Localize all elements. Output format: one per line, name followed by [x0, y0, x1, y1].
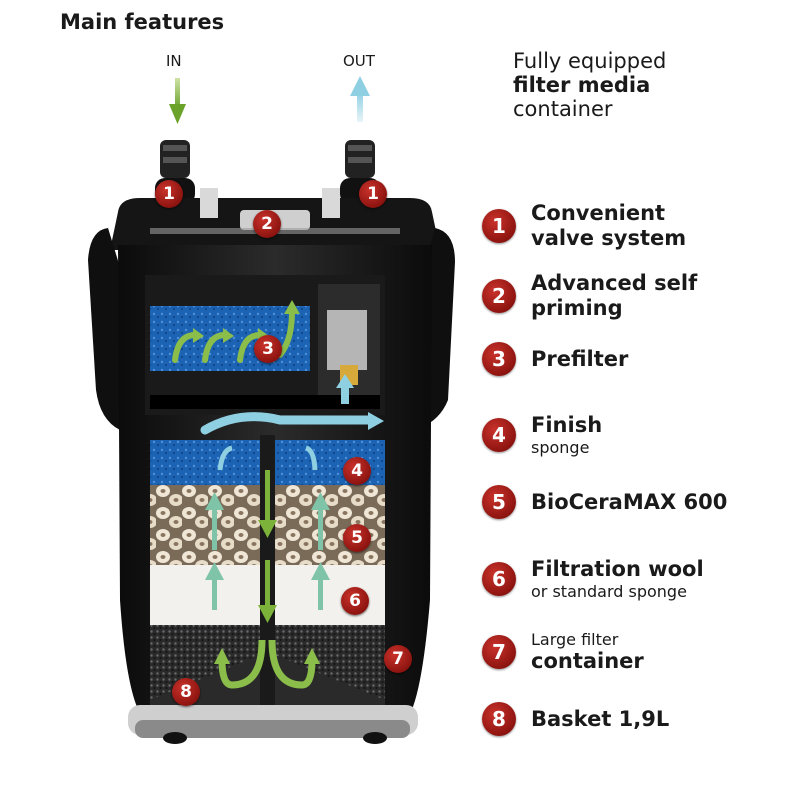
legend-label-2: priming — [531, 296, 623, 320]
in-arrow-shaft — [175, 78, 180, 108]
in-label: IN — [166, 52, 182, 70]
legend-badge: 7 — [482, 635, 516, 669]
diagram-badge-5: 5 — [343, 524, 371, 552]
downflow-arrow — [258, 470, 277, 623]
out-arrow-head — [350, 76, 370, 96]
diagram-badge-1-in: 1 — [155, 180, 183, 208]
legend-item-6: 6 Filtration wool or standard sponge — [482, 557, 704, 601]
legend-label: Basket 1,9L — [531, 706, 670, 731]
legend-sublabel: or standard sponge — [531, 582, 687, 601]
headline-line-3: container — [513, 97, 613, 121]
legend-item-8: 8 Basket 1,9L — [482, 702, 669, 736]
headline-line-2: filter media — [513, 73, 651, 97]
in-arrow-head — [169, 104, 186, 124]
legend-sublabel: Large filter — [531, 630, 619, 649]
ceramic-left — [150, 485, 260, 565]
legend-badge: 1 — [482, 209, 516, 243]
legend-item-1: 1 Convenient valve system — [482, 201, 686, 251]
legend-label: container — [531, 649, 644, 673]
legend-label-2: valve system — [531, 226, 687, 250]
legend-label: Prefilter — [531, 346, 629, 371]
out-arrow-shaft — [357, 92, 363, 122]
legend-badge: 8 — [482, 702, 516, 736]
legend-item-5: 5 BioCeraMAX 600 — [482, 485, 727, 519]
diagram-badge-8: 8 — [172, 678, 200, 706]
prefilter-flow-arrows — [172, 309, 295, 363]
upflow-arrows — [205, 445, 330, 610]
diagram-badge-1-out: 1 — [359, 180, 387, 208]
legend-sublabel: sponge — [531, 438, 590, 457]
feature-headline: Fully equipped filter media container — [513, 49, 666, 121]
legend-badge: 2 — [482, 279, 516, 313]
out-label: OUT — [343, 52, 375, 70]
wool-left — [150, 565, 260, 625]
diagram-badge-3: 3 — [254, 335, 282, 363]
ceramic-right — [275, 485, 385, 565]
legend-badge: 5 — [482, 485, 516, 519]
legend-item-7: 7 Large filter container — [482, 630, 644, 674]
legend-item-2: 2 Advanced self priming — [482, 271, 697, 321]
diagram-badge-4: 4 — [343, 457, 371, 485]
legend-label: Advanced self — [531, 271, 698, 295]
finish-sponge-left — [150, 440, 260, 485]
legend-label: Convenient — [531, 201, 666, 225]
legend-badge: 6 — [482, 562, 516, 596]
page-title: Main features — [60, 10, 225, 34]
legend-label: Finish — [531, 413, 603, 437]
headline-line-1: Fully equipped — [513, 49, 667, 73]
legend-item-3: 3 Prefilter — [482, 342, 628, 376]
diagram-badge-2: 2 — [253, 210, 281, 238]
diagram-badge-6: 6 — [341, 587, 369, 615]
wool-right — [275, 565, 385, 625]
legend-badge: 4 — [482, 418, 516, 452]
legend-badge: 3 — [482, 342, 516, 376]
legend-label: Filtration wool — [531, 557, 704, 581]
diagram-badge-7: 7 — [384, 645, 412, 673]
legend-label: BioCeraMAX 600 — [531, 489, 728, 514]
legend-item-4: 4 Finish sponge — [482, 413, 602, 457]
